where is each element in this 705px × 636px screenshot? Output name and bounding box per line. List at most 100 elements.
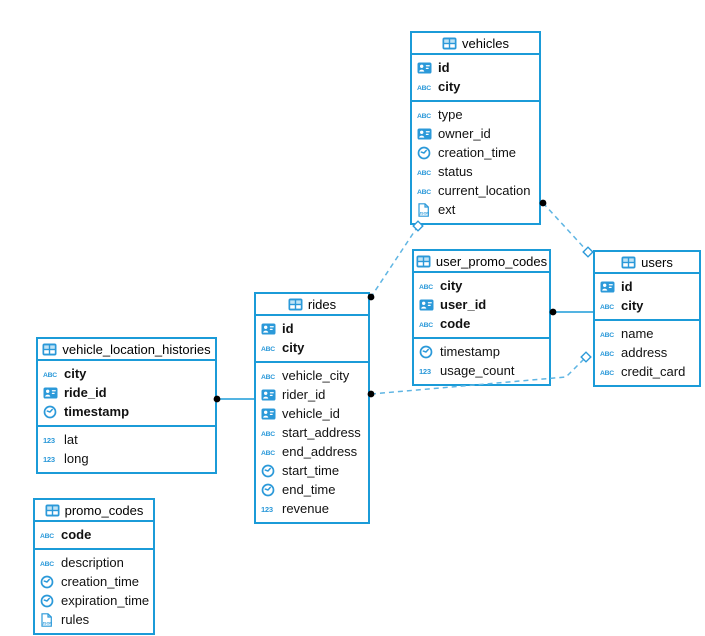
text-abc-icon: ABC (417, 186, 434, 196)
field-label: vehicle_id (282, 406, 340, 421)
text-abc-icon: ABC (600, 367, 617, 377)
id-badge-icon (417, 128, 434, 140)
text-abc-icon: ABC (261, 343, 278, 353)
svg-text:ABC: ABC (43, 372, 57, 379)
table-icon (621, 256, 636, 269)
field-label: credit_card (621, 364, 686, 379)
text-abc-icon: ABC (261, 371, 278, 381)
table-header[interactable]: users (595, 252, 699, 274)
field-label: id (621, 279, 633, 294)
svg-text:ABC: ABC (261, 346, 275, 353)
field-label: code (440, 316, 471, 331)
field-row-rider_id: rider_id (256, 385, 368, 404)
field-row-credit_card: ABC credit_card (595, 362, 699, 381)
field-row-creation_time: creation_time (35, 572, 153, 591)
field-label: user_id (440, 297, 487, 312)
field-label: start_address (282, 425, 361, 440)
field-label: vehicle_city (282, 368, 350, 383)
field-row-city: ABC city (595, 296, 699, 315)
field-label: status (438, 164, 473, 179)
svg-text:ABC: ABC (417, 170, 431, 177)
svg-text:ABC: ABC (600, 351, 614, 358)
field-label: timestamp (64, 404, 130, 419)
table-header[interactable]: vehicle_location_histories (38, 339, 215, 361)
table-name: users (641, 254, 673, 270)
field-row-vehicle_city: ABC vehicle_city (256, 366, 368, 385)
table-icon (416, 255, 431, 268)
timestamp-icon (261, 483, 278, 497)
table-header[interactable]: promo_codes (35, 500, 153, 522)
field-row-user_id: user_id (414, 295, 549, 314)
field-label: end_address (282, 444, 358, 459)
text-abc-icon: ABC (43, 369, 60, 379)
field-label: ride_id (64, 385, 107, 400)
number-123-icon: 123 (261, 504, 278, 514)
field-label: end_time (282, 482, 336, 497)
field-label: creation_time (61, 574, 140, 589)
number-123-icon: 123 (43, 454, 60, 464)
field-label: city (438, 79, 461, 94)
svg-text:JSON: JSON (419, 211, 429, 215)
text-abc-icon: ABC (261, 447, 278, 457)
table-header[interactable]: vehicles (412, 33, 539, 55)
field-label: city (621, 298, 644, 313)
json-icon: JSON (417, 202, 434, 217)
table-name: vehicle_location_histories (62, 341, 211, 357)
field-label: current_location (438, 183, 531, 198)
table-header[interactable]: rides (256, 294, 368, 316)
text-abc-icon: ABC (261, 428, 278, 438)
field-row-start_address: ABC start_address (256, 423, 368, 442)
field-label: city (282, 340, 305, 355)
field-row-current_location: ABC current_location (412, 181, 539, 200)
id-badge-icon (261, 389, 278, 401)
field-row-id: id (412, 58, 539, 77)
svg-text:ABC: ABC (600, 304, 614, 311)
field-label: type (438, 107, 463, 122)
svg-text:123: 123 (43, 436, 55, 445)
svg-text:ABC: ABC (261, 450, 275, 457)
field-label: long (64, 451, 89, 466)
text-abc-icon: ABC (417, 110, 434, 120)
field-row-creation_time: creation_time (412, 143, 539, 162)
field-row-timestamp: timestamp (414, 342, 549, 361)
field-label: timestamp (440, 344, 500, 359)
svg-text:123: 123 (419, 367, 431, 376)
text-abc-icon: ABC (600, 301, 617, 311)
field-row-expiration_time: expiration_time (35, 591, 153, 610)
id-badge-icon (417, 62, 434, 74)
field-row-owner_id: owner_id (412, 124, 539, 143)
timestamp-icon (40, 594, 57, 608)
text-abc-icon: ABC (419, 319, 436, 329)
svg-text:ABC: ABC (417, 113, 431, 120)
table-header[interactable]: user_promo_codes (414, 251, 549, 273)
field-label: usage_count (440, 363, 515, 378)
table-name: vehicles (462, 35, 509, 51)
text-abc-icon: ABC (600, 329, 617, 339)
svg-text:ABC: ABC (40, 561, 54, 568)
field-row-status: ABC status (412, 162, 539, 181)
id-badge-icon (261, 323, 278, 335)
timestamp-icon (43, 405, 60, 419)
svg-text:123: 123 (261, 505, 273, 514)
field-row-city: ABC city (256, 338, 368, 357)
svg-text:ABC: ABC (417, 85, 431, 92)
